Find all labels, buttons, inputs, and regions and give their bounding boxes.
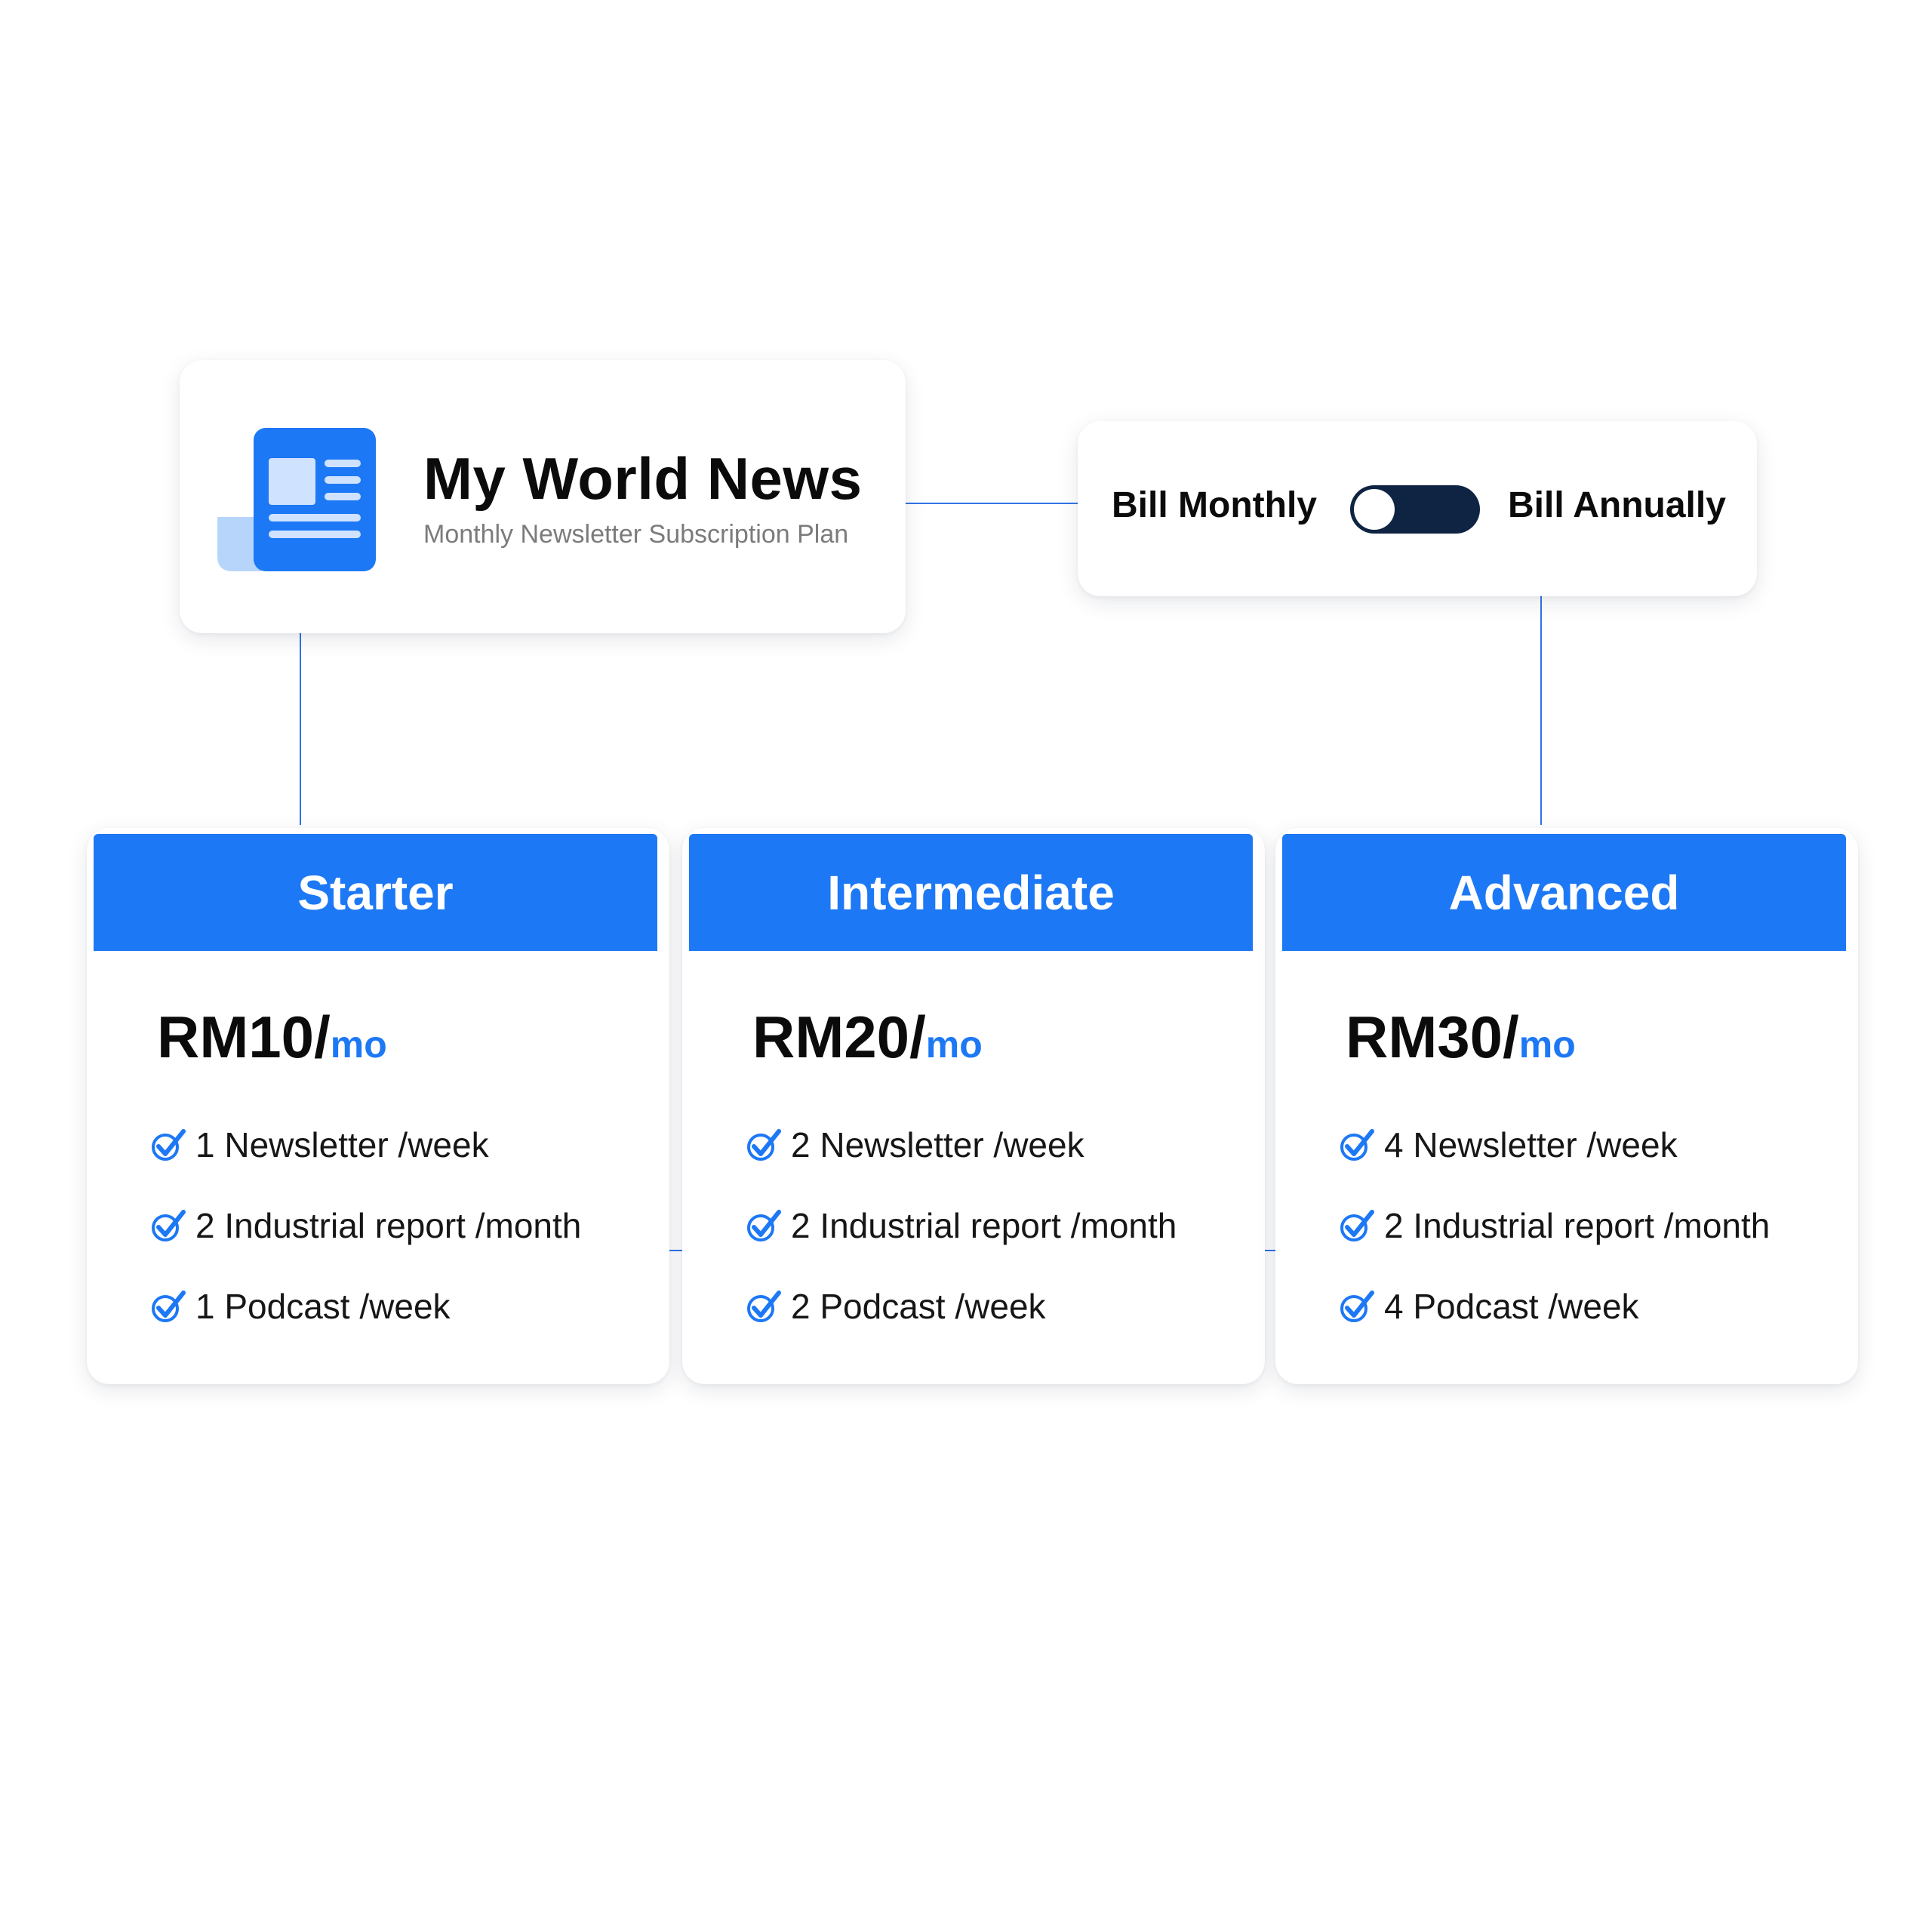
plan-price: RM30/mo: [1346, 1008, 1576, 1066]
feature-item: 2 Newsletter /week: [746, 1124, 1177, 1204]
feature-list: 2 Newsletter /week 2 Industrial report /…: [746, 1124, 1177, 1366]
price-amount: RM10/: [157, 1004, 331, 1070]
price-period: mo: [925, 1023, 983, 1066]
feature-text: 2 Podcast /week: [791, 1287, 1046, 1326]
connector-intermediate-to-advanced: [1257, 1250, 1275, 1251]
feature-item: 1 Podcast /week: [150, 1285, 581, 1366]
connector-starter-to-intermediate: [664, 1250, 682, 1251]
feature-text: 1 Podcast /week: [195, 1287, 451, 1326]
plan-card-advanced[interactable]: Advanced RM30/mo 4 Newsletter /week 2 In…: [1275, 828, 1858, 1384]
billing-toggle[interactable]: [1350, 485, 1480, 534]
feature-text: 1 Newsletter /week: [195, 1125, 489, 1164]
price-amount: RM30/: [1346, 1004, 1519, 1070]
connector-brand-to-starter: [300, 633, 301, 825]
feature-item: 2 Podcast /week: [746, 1285, 1177, 1366]
check-icon: [747, 1210, 781, 1241]
plan-price: RM10/mo: [157, 1008, 387, 1066]
feature-text: 2 Industrial report /month: [1384, 1206, 1770, 1245]
brand-subtitle: Monthly Newsletter Subscription Plan: [423, 520, 849, 549]
feature-list: 4 Newsletter /week 2 Industrial report /…: [1339, 1124, 1770, 1366]
plan-name: Starter: [297, 865, 454, 920]
feature-item: 2 Industrial report /month: [746, 1204, 1177, 1285]
bill-monthly-label[interactable]: Bill Monthly: [1112, 485, 1317, 525]
check-icon: [1340, 1210, 1374, 1241]
feature-item: 2 Industrial report /month: [1339, 1204, 1770, 1285]
connector-billing-to-advanced: [1540, 596, 1542, 825]
billing-toggle-card: Bill Monthly Bill Annually: [1078, 421, 1757, 596]
plan-name: Intermediate: [827, 865, 1115, 920]
feature-text: 2 Newsletter /week: [791, 1125, 1084, 1164]
feature-text: 4 Podcast /week: [1384, 1287, 1639, 1326]
check-icon: [1340, 1129, 1374, 1161]
plan-header: Starter: [94, 834, 657, 951]
brand-title: My World News: [423, 445, 863, 512]
plan-price: RM20/mo: [752, 1008, 983, 1066]
plan-card-intermediate[interactable]: Intermediate RM20/mo 2 Newsletter /week …: [682, 828, 1265, 1384]
feature-item: 1 Newsletter /week: [150, 1124, 581, 1204]
plan-card-starter[interactable]: Starter RM10/mo 1 Newsletter /week 2 Ind…: [87, 828, 669, 1384]
check-icon: [747, 1291, 781, 1322]
bill-annually-label[interactable]: Bill Annually: [1508, 485, 1726, 525]
check-icon: [152, 1291, 186, 1322]
feature-text: 4 Newsletter /week: [1384, 1125, 1678, 1164]
toggle-knob: [1354, 489, 1395, 530]
brand-card: My World News Monthly Newsletter Subscri…: [180, 360, 906, 633]
plan-header: Advanced: [1282, 834, 1846, 951]
price-period: mo: [1518, 1023, 1576, 1066]
plan-name: Advanced: [1448, 865, 1680, 920]
plan-header: Intermediate: [689, 834, 1253, 951]
price-period: mo: [330, 1023, 387, 1066]
feature-item: 4 Newsletter /week: [1339, 1124, 1770, 1204]
check-icon: [1340, 1291, 1374, 1322]
feature-item: 2 Industrial report /month: [150, 1204, 581, 1285]
connector-brand-to-billing: [906, 503, 1078, 504]
feature-item: 4 Podcast /week: [1339, 1285, 1770, 1366]
feature-text: 2 Industrial report /month: [791, 1206, 1177, 1245]
feature-list: 1 Newsletter /week 2 Industrial report /…: [150, 1124, 581, 1366]
feature-text: 2 Industrial report /month: [195, 1206, 582, 1245]
check-icon: [152, 1129, 186, 1161]
check-icon: [152, 1210, 186, 1241]
newspaper-icon: [217, 428, 376, 571]
check-icon: [747, 1129, 781, 1161]
price-amount: RM20/: [752, 1004, 926, 1070]
